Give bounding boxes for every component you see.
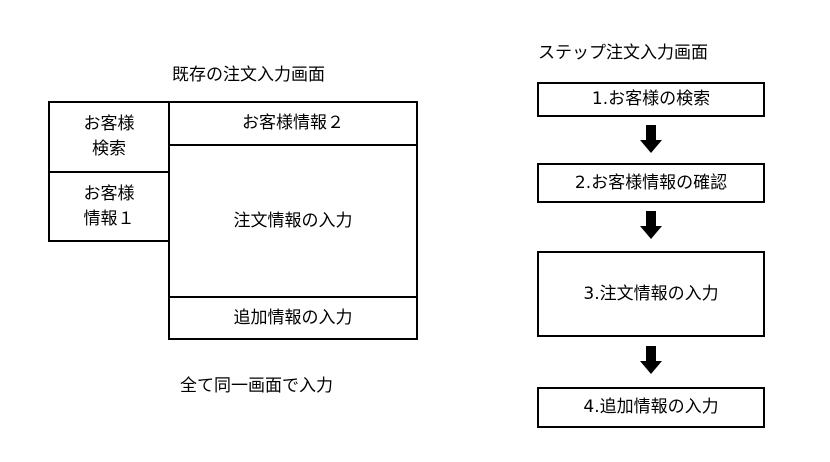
step-3-label: 3.注文情報の入力 (583, 283, 719, 304)
customer-info1-box: お客様 情報１ (48, 171, 170, 242)
customer-search-box: お客様 検索 (48, 101, 170, 173)
step-1-box: 1.お客様の検索 (537, 82, 765, 117)
down-arrow-icon (640, 125, 662, 153)
order-input-box: 注文情報の入力 (168, 144, 418, 298)
extra-input-box: 追加情報の入力 (168, 296, 418, 340)
customer-search-line2: 検索 (92, 139, 126, 159)
step-2-label: 2.お客様情報の確認 (574, 172, 728, 193)
down-arrow-icon (640, 346, 662, 374)
order-input-label: 注文情報の入力 (233, 210, 353, 231)
left-diagram-caption: 全て同一画面で入力 (180, 376, 333, 396)
customer-info1-line1: お客様 (83, 183, 135, 204)
step-3-box: 3.注文情報の入力 (537, 251, 765, 337)
step-4-box: 4.追加情報の入力 (537, 387, 765, 428)
step-4-label: 4.追加情報の入力 (583, 397, 719, 418)
down-arrow-icon (640, 211, 662, 239)
step-1-label: 1.お客様の検索 (591, 89, 711, 110)
step-2-box: 2.お客様情報の確認 (537, 163, 765, 203)
left-diagram-title: 既存の注文入力画面 (172, 65, 325, 85)
customer-search-line1: お客様 (83, 114, 135, 135)
extra-input-label: 追加情報の入力 (233, 307, 353, 328)
right-diagram-title: ステップ注文入力画面 (538, 43, 708, 63)
customer-info2-label: お客様情報２ (242, 113, 344, 134)
customer-info2-box: お客様情報２ (168, 101, 418, 146)
customer-info1-line2: 情報１ (83, 208, 135, 229)
